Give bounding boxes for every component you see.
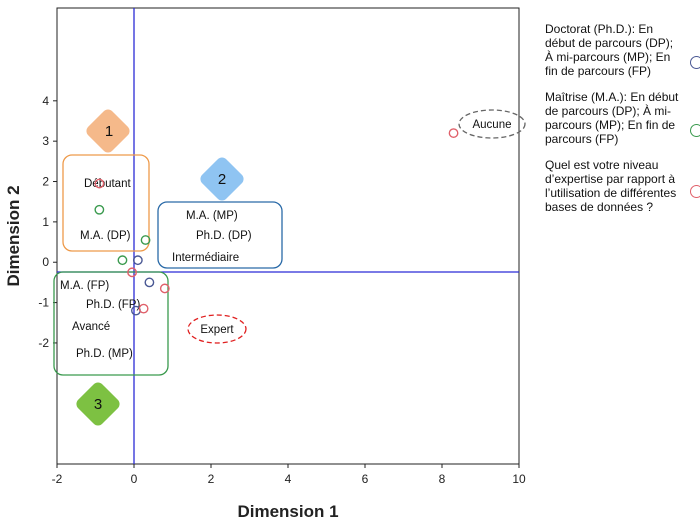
label-ma-dp: M.A. (DP): [80, 230, 131, 242]
y-tick-label: 4: [42, 94, 49, 108]
x-axis-title: Dimension 1: [237, 502, 338, 521]
label-debutant: Débutant: [84, 178, 131, 190]
data-point-series-2: [448, 128, 459, 138]
y-tick-label: 1: [42, 215, 49, 229]
label-intermediaire: Intermédiaire: [172, 252, 239, 264]
legend: Doctorat (Ph.D.): En début de parcours (…: [545, 22, 700, 224]
y-tick-label: 0: [42, 255, 49, 269]
y-axis-ticks: -2 -1 0 1 2 3 4: [38, 94, 57, 350]
y-tick-label: 2: [42, 175, 49, 189]
group2-diamond: 2: [200, 157, 244, 201]
x-tick-label: 2: [208, 472, 215, 486]
legend-item-question: Quel est votre niveau d’expertise par ra…: [545, 158, 700, 214]
label-ma-mp: M.A. (MP): [186, 210, 238, 222]
x-tick-label: -2: [52, 472, 63, 486]
label-phd-dp: Ph.D. (DP): [196, 230, 252, 242]
legend-label-maitrise: Maîtrise (M.A.): En début de parcours (D…: [545, 90, 679, 146]
legend-label-doctorat: Doctorat (Ph.D.): En début de parcours (…: [545, 22, 674, 78]
aucune-label: Aucune: [472, 119, 511, 131]
x-tick-label: 10: [512, 472, 526, 486]
data-point-series-0: [144, 277, 155, 288]
group1-diamond: 1: [86, 109, 130, 153]
group2-number: 2: [218, 171, 226, 188]
y-tick-label: -1: [38, 296, 49, 310]
label-avance: Avancé: [72, 321, 110, 333]
y-axis-title: Dimension 2: [4, 185, 23, 286]
data-point-series-2: [94, 178, 105, 189]
data-point-series-2: [159, 283, 170, 294]
group1-number: 1: [105, 123, 113, 140]
expert-label: Expert: [200, 324, 234, 336]
legend-marker-question: [690, 185, 700, 198]
group3-diamond: 3: [76, 382, 120, 426]
legend-item-doctorat: Doctorat (Ph.D.): En début de parcours (…: [545, 22, 700, 78]
data-point-series-2: [127, 267, 137, 278]
data-points: [94, 128, 459, 316]
label-phd-fp: Ph.D. (FP): [86, 299, 140, 311]
data-point-series-1: [140, 235, 151, 245]
legend-marker-maitrise: [690, 124, 700, 137]
expert-ellipse: [187, 314, 247, 344]
data-point-series-2: [138, 303, 149, 314]
y-tick-label: 3: [42, 134, 49, 148]
group3-number: 3: [94, 396, 102, 413]
legend-item-maitrise: Maîtrise (M.A.): En début de parcours (D…: [545, 90, 700, 146]
y-tick-label: -2: [38, 336, 49, 350]
x-axis-ticks: -2 0 2 4 6 8 10: [52, 464, 526, 486]
data-point-series-1: [117, 255, 128, 266]
group1-box: [62, 154, 150, 252]
x-tick-label: 6: [362, 472, 369, 486]
group2-box: [157, 201, 283, 269]
x-tick-label: 4: [285, 472, 292, 486]
data-point-series-1: [94, 204, 105, 215]
label-phd-mp: Ph.D. (MP): [76, 348, 133, 360]
legend-marker-doctorat: [690, 56, 700, 69]
legend-label-question: Quel est votre niveau d’expertise par ra…: [545, 158, 677, 214]
x-tick-label: 0: [131, 472, 138, 486]
label-ma-fp: M.A. (FP): [60, 280, 109, 292]
data-point-series-0: [132, 255, 143, 266]
group3-box: [53, 271, 169, 376]
aucune-ellipse: [458, 109, 526, 139]
x-tick-label: 8: [439, 472, 446, 486]
